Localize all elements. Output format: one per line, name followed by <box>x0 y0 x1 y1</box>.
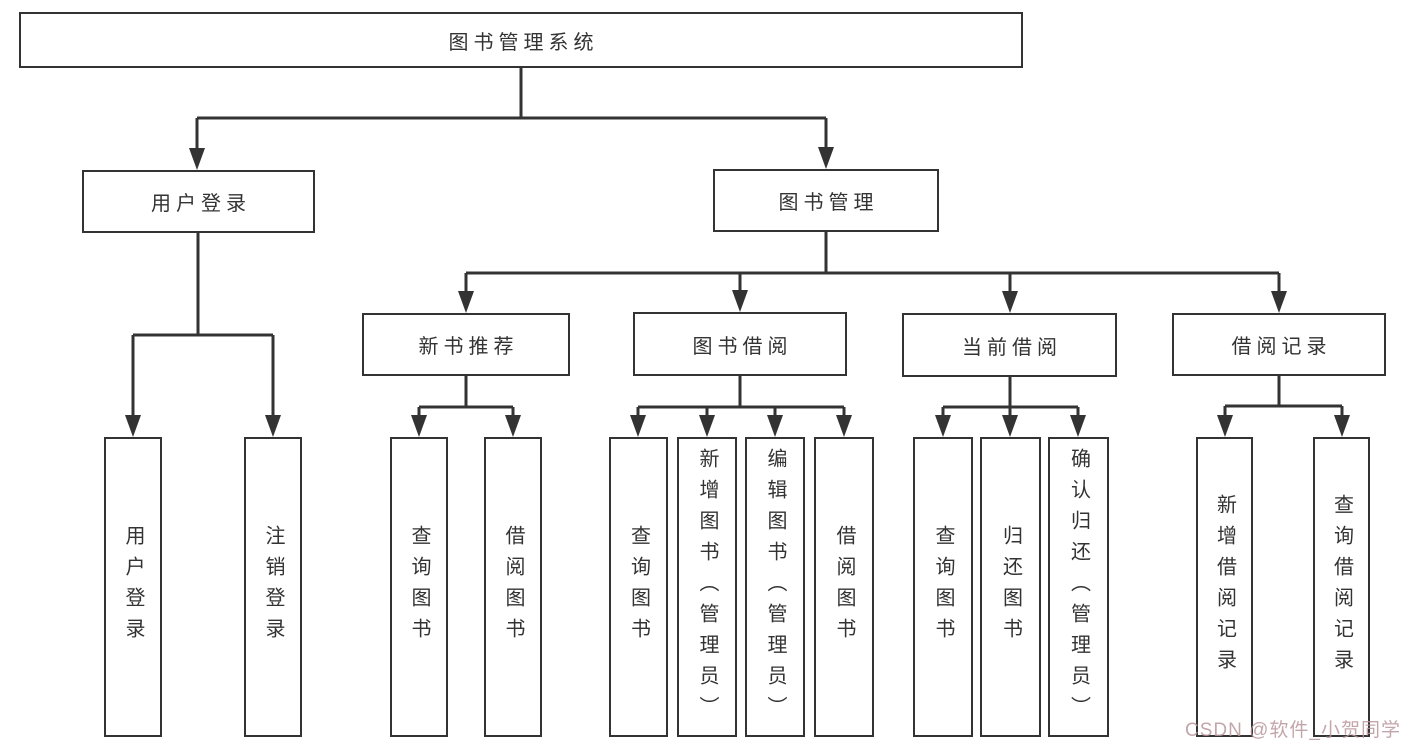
leaf-recommend-borrow-book: 借阅图书 <box>484 437 542 737</box>
node-book-management: 图书管理 <box>713 169 939 232</box>
leaf-recommend-query-book: 查询图书 <box>390 437 448 737</box>
leaf-borrow-query-book: 查询图书 <box>609 437 668 737</box>
leaf-confirm-return-admin-label: 确认归还（管理员） <box>1067 447 1090 727</box>
leaf-return-book-label: 归还图书 <box>999 525 1022 649</box>
leaf-return-book: 归还图书 <box>980 437 1041 737</box>
node-current-borrow-label: 当前借阅 <box>962 336 1062 359</box>
leaf-current-query-book: 查询图书 <box>913 437 973 737</box>
leaf-borrow-book: 借阅图书 <box>814 437 874 737</box>
leaf-current-query-book-label: 查询图书 <box>932 525 954 649</box>
leaf-user-login-label: 用户登录 <box>122 525 144 649</box>
leaf-logout: 注销登录 <box>244 437 302 737</box>
node-user-login: 用户登录 <box>82 170 315 233</box>
node-borrow-records-label: 借阅记录 <box>1231 336 1332 358</box>
node-book-management-label: 图书管理 <box>778 192 879 214</box>
leaf-add-borrow-record-label: 新增借阅记录 <box>1213 494 1236 680</box>
leaf-logout-label: 注销登录 <box>262 525 284 649</box>
leaf-borrow-book-label: 借阅图书 <box>833 525 855 649</box>
leaf-query-borrow-record-label: 查询借阅记录 <box>1330 494 1353 680</box>
leaf-edit-book-admin-label: 编辑图书（管理员） <box>764 447 786 727</box>
node-new-book-recommend: 新书推荐 <box>362 313 570 376</box>
leaf-add-borrow-record: 新增借阅记录 <box>1196 437 1253 737</box>
node-new-book-recommend-label: 新书推荐 <box>418 336 519 358</box>
node-user-login-label: 用户登录 <box>151 193 251 215</box>
node-root-label: 图书管理系统 <box>448 31 599 54</box>
csdn-watermark: CSDN @软件_小贺同学 <box>1185 720 1401 741</box>
leaf-query-borrow-record: 查询借阅记录 <box>1313 437 1370 737</box>
leaf-borrow-query-book-label: 查询图书 <box>627 525 650 649</box>
node-book-borrow-label: 图书借阅 <box>692 335 793 358</box>
node-root-system: 图书管理系统 <box>19 12 1023 68</box>
node-book-borrow: 图书借阅 <box>633 312 847 376</box>
leaf-add-book-admin-label: 新增图书（管理员） <box>696 447 718 727</box>
leaf-recommend-query-book-label: 查询图书 <box>408 525 430 649</box>
node-borrow-records: 借阅记录 <box>1172 313 1386 376</box>
leaf-edit-book-admin: 编辑图书（管理员） <box>745 437 805 737</box>
node-current-borrow: 当前借阅 <box>902 313 1117 377</box>
leaf-add-book-admin: 新增图书（管理员） <box>677 437 737 737</box>
leaf-user-login: 用户登录 <box>104 437 162 737</box>
leaf-recommend-borrow-book-label: 借阅图书 <box>502 525 524 649</box>
leaf-confirm-return-admin: 确认归还（管理员） <box>1048 437 1109 737</box>
